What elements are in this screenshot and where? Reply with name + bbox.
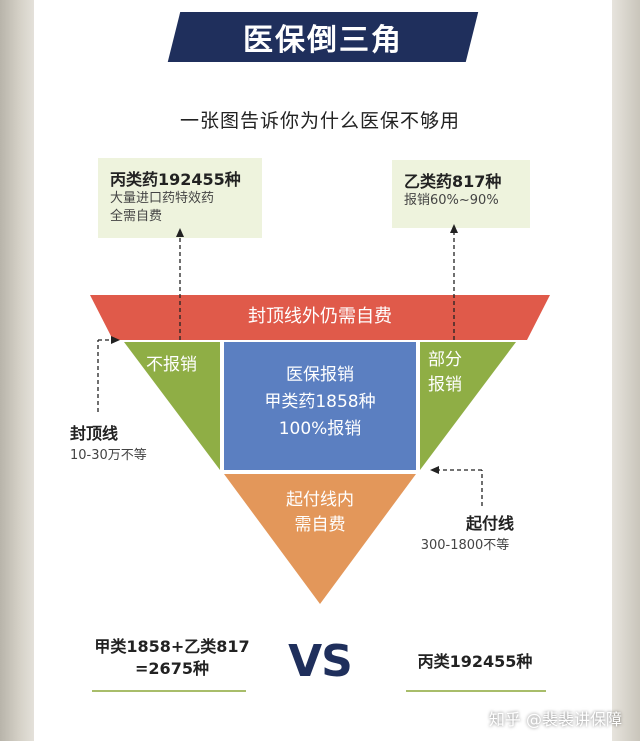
fengding-name: 封顶线 (70, 424, 119, 443)
comparison-left-line-1: 甲类1858+乙类817 (94, 637, 250, 656)
subtitle: 一张图告诉你为什么医保不够用 (179, 110, 460, 132)
center-label-line-1: 医保报销 (286, 365, 354, 385)
bottom-label-line-2: 需自费 (294, 515, 346, 535)
comparison-left-line-2: =2675种 (135, 659, 209, 678)
page-title: 医保倒三角 (243, 23, 403, 58)
fengding-connector-arrow (111, 336, 120, 344)
comparison-left: 甲类1858+乙类817 =2675种 (92, 636, 252, 680)
bing-drug-name: 丙类药192455种 (110, 170, 241, 189)
right-section-label: 部分 报销 (428, 348, 484, 398)
comparison-right: 丙类192455种 (417, 652, 533, 671)
yi-drug-desc: 报销60%~90% (404, 193, 499, 208)
qifu-label: 起付线 300-1800不等 (410, 510, 520, 553)
right-label-line-2: 报销 (428, 375, 462, 395)
right-partial-reimburse-section (420, 342, 516, 470)
qifu-name: 起付线 (465, 514, 514, 533)
left-section-label: 不报销 (146, 355, 197, 375)
center-label-line-3: 100%报销 (278, 419, 362, 439)
center-section-label: 医保报销 甲类药1858种 100%报销 (224, 362, 416, 443)
bottom-deductible-section (224, 474, 416, 604)
source-credit: 知乎 @裴裴讲保障 (488, 710, 622, 729)
bing-connector-arrow (176, 228, 184, 237)
vs-label: VS (288, 636, 353, 687)
yi-drug-name: 乙类药817种 (404, 172, 502, 191)
yi-drug-callout: 乙类药817种 报销60%~90% (392, 160, 530, 228)
top-band-ceiling (90, 295, 550, 340)
top-band-label: 封顶线外仍需自费 (248, 306, 392, 327)
qifu-desc: 300-1800不等 (420, 538, 510, 553)
yi-connector-arrow (450, 224, 458, 233)
left-no-reimburse-section (124, 342, 220, 470)
fengding-desc: 10-30万不等 (70, 448, 147, 463)
background-right-edge (612, 0, 640, 741)
bing-drug-callout: 丙类药192455种 大量进口药特效药 全需自费 (98, 158, 262, 238)
bing-drug-desc-1: 大量进口药特效药 (110, 191, 215, 206)
right-label-line-1: 部分 (428, 350, 462, 370)
comparison-right-underline (406, 690, 546, 692)
qifu-connector-arrow (430, 466, 439, 474)
center-label-line-2: 甲类药1858种 (264, 392, 376, 412)
center-reimburse-section (224, 342, 416, 470)
fengding-label: 封顶线 10-30万不等 (70, 420, 147, 463)
background-left-edge (0, 0, 34, 741)
bottom-section-label: 起付线内 需自费 (224, 488, 416, 538)
comparison-left-underline (92, 690, 246, 692)
bing-drug-desc-2: 全需自费 (110, 209, 163, 224)
bottom-label-line-1: 起付线内 (286, 490, 354, 510)
